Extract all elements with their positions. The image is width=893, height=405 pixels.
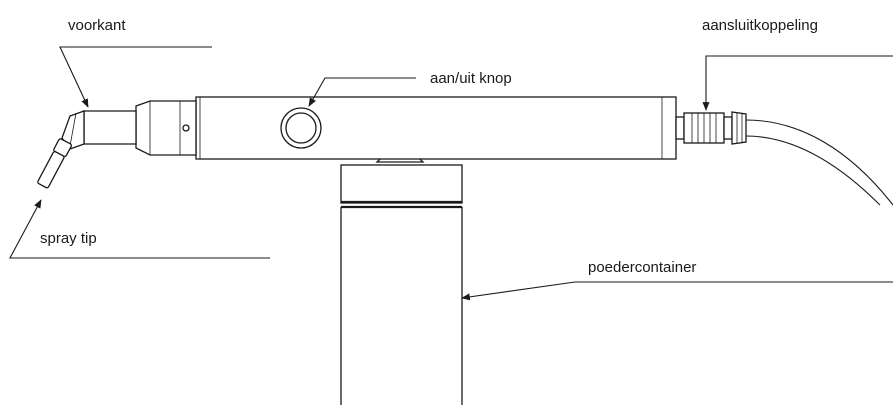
- connector-neck: [723, 116, 733, 140]
- leader-poedercontainer: [461, 281, 893, 301]
- leader-lines: [9, 46, 893, 301]
- label-poedercontainer: poedercontainer: [588, 259, 696, 276]
- powder-container: [340, 150, 463, 405]
- spray-tip: [37, 138, 73, 189]
- spray-tip-tube: [37, 151, 65, 189]
- label-spray-tip: spray tip: [40, 230, 97, 247]
- front-nozzle: [83, 110, 137, 145]
- label-voorkant: voorkant: [68, 17, 126, 34]
- connector-knurl: [691, 113, 717, 143]
- leader-aan-uit-knop: [308, 77, 416, 107]
- hose-bottom-edge: [745, 135, 881, 206]
- gun: [37, 96, 893, 206]
- label-aan-uit-knop: aan/uit knop: [430, 70, 512, 87]
- leader-spray-tip: [9, 199, 270, 259]
- nozzle-edge: [69, 112, 77, 147]
- hose-top-edge: [745, 119, 893, 206]
- label-aansluitkoppeling: aansluitkoppeling: [702, 17, 818, 34]
- connector-nut: [731, 111, 747, 145]
- leader-aansluitkoppeling: [702, 55, 893, 111]
- gun-barrel: [195, 96, 677, 160]
- on-off-button-inner: [285, 112, 317, 144]
- leader-voorkant: [59, 46, 212, 108]
- container-cap: [340, 164, 463, 204]
- front-screw: [182, 124, 190, 132]
- connector-stem: [675, 116, 685, 140]
